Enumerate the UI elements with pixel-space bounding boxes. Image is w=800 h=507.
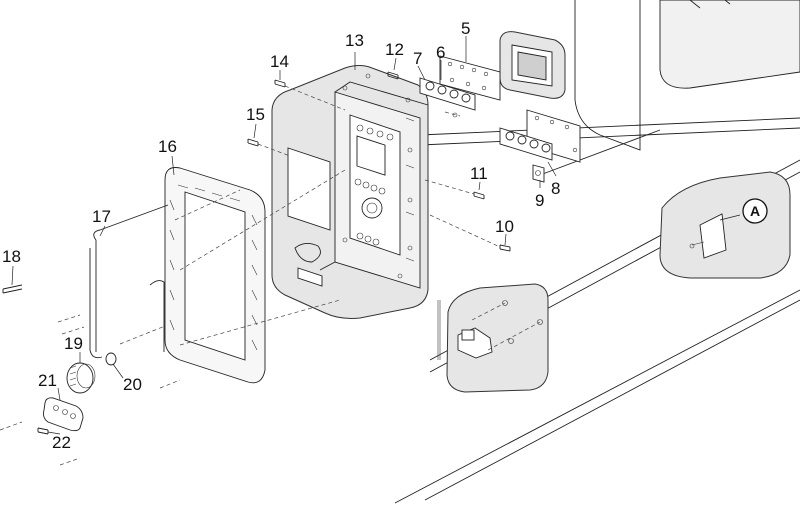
callout-13: 13 xyxy=(345,31,364,50)
callout-6: 6 xyxy=(436,43,445,62)
callout-17: 17 xyxy=(92,207,111,226)
plate-5 xyxy=(439,55,501,101)
pin-18 xyxy=(2,284,23,294)
dial-knob xyxy=(361,197,383,219)
button-row-top xyxy=(356,124,394,141)
lower-detail-panel xyxy=(437,283,549,393)
callout-9: 9 xyxy=(535,191,544,210)
callout-leaders xyxy=(11,36,741,435)
ring-20 xyxy=(105,352,124,379)
callout-12: 12 xyxy=(385,40,404,59)
callout-18: 18 xyxy=(2,247,21,266)
background-housing xyxy=(394,0,800,504)
callout-16: 16 xyxy=(158,137,177,156)
screw-10 xyxy=(429,214,511,252)
callout-14: 14 xyxy=(270,52,289,71)
screw-12 xyxy=(387,71,399,80)
plate-21 xyxy=(43,397,84,432)
detail-a-marker: A xyxy=(742,198,768,224)
screw-15 xyxy=(247,138,291,157)
callout-21: 21 xyxy=(38,371,57,390)
button-row-mid xyxy=(354,178,386,195)
callout-19: 19 xyxy=(64,334,83,353)
screw-22 xyxy=(37,427,49,435)
main-enclosure xyxy=(271,65,429,319)
display-module xyxy=(499,31,566,99)
enclosure-fasteners xyxy=(342,73,413,279)
frame-slots xyxy=(169,184,258,351)
frame-gasket-16 xyxy=(164,167,266,384)
callout-15: 15 xyxy=(246,105,265,124)
callout-7: 7 xyxy=(413,49,422,68)
connector-strip-8 xyxy=(499,109,581,163)
callout-labels: 5 6 7 8 9 10 11 12 13 14 15 16 17 18 19 … xyxy=(2,19,560,452)
detail-a-panel xyxy=(659,171,791,279)
callout-10: 10 xyxy=(495,217,514,236)
callout-20: 20 xyxy=(123,375,142,394)
button-row-bottom xyxy=(356,232,380,246)
callout-11: 11 xyxy=(470,164,488,183)
loose-hardware-dashes xyxy=(0,169,346,466)
knob-19 xyxy=(66,362,96,394)
callout-5: 5 xyxy=(461,19,470,38)
callout-8: 8 xyxy=(551,179,560,198)
connector-strip-6 xyxy=(419,77,476,111)
callout-22: 22 xyxy=(52,433,71,452)
cable-loop-17 xyxy=(89,204,169,359)
screw-11 xyxy=(424,179,485,200)
part-9-cap xyxy=(532,164,545,183)
screw-14 xyxy=(274,79,346,111)
detail-a-label: A xyxy=(750,203,760,219)
screw-7-plug xyxy=(444,111,461,118)
